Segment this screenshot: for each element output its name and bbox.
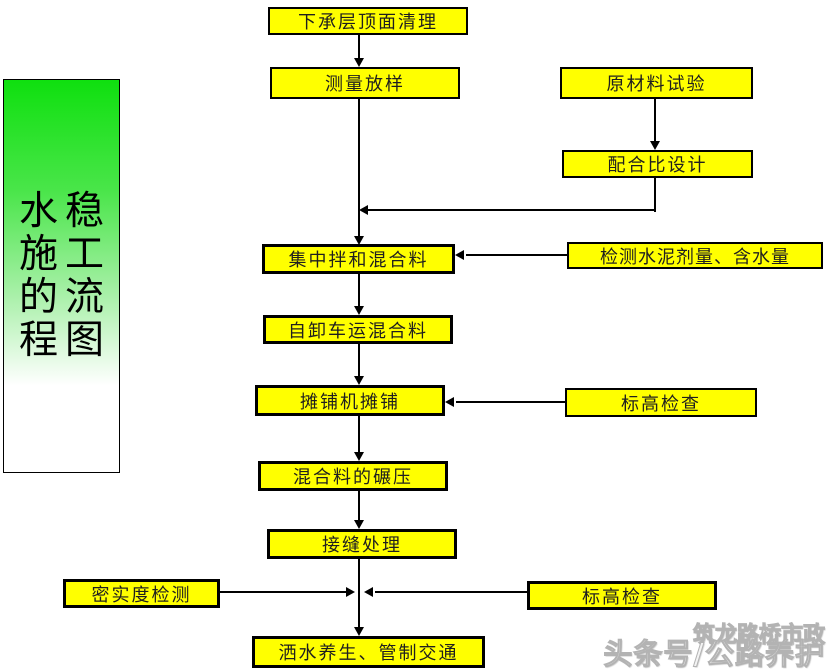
- connector-elev1-to-paver: [456, 401, 565, 403]
- flow-box-survey-stakeout: 测量放样: [270, 67, 460, 99]
- connector-rolling-to-joint: [358, 491, 360, 522]
- banner-title-line: 程图: [18, 318, 111, 363]
- connector-mixing-to-truck: [358, 273, 360, 307]
- flow-box-clean-surface: 下承层顶面清理: [268, 7, 468, 35]
- connector-elev2-to-main: [375, 591, 527, 593]
- flow-box-curing-traffic: 洒水养生、管制交通: [252, 636, 485, 668]
- flow-box-cement-water-test: 检测水泥剂量、含水量: [567, 242, 823, 269]
- arrow-down-icon: [354, 627, 364, 636]
- flow-box-mix-design: 配合比设计: [562, 150, 753, 178]
- connector-mixdesign-merge: [368, 209, 655, 211]
- banner-title-line: 水稳: [18, 189, 111, 234]
- connector-clean-to-survey: [358, 35, 360, 59]
- arrow-down-icon: [354, 376, 364, 385]
- arrow-down-icon: [354, 306, 364, 315]
- arrow-down-icon: [354, 520, 364, 529]
- connector-paver-to-rolling: [358, 416, 360, 453]
- flow-box-density-test: 密实度检测: [63, 579, 220, 608]
- arrow-right-icon: [346, 587, 355, 597]
- banner-title-line: 施工: [18, 232, 111, 277]
- connector-cementtest-to-mixing: [466, 254, 567, 256]
- arrow-down-icon: [354, 452, 364, 461]
- flow-box-central-mixing: 集中拌和混合料: [262, 244, 455, 274]
- connector-density-to-main: [220, 591, 346, 593]
- watermark-brand-text: 筑龙路桥市政: [692, 622, 825, 649]
- flow-box-elevation-check-1: 标高检查: [565, 388, 757, 417]
- flow-box-raw-material-test: 原材料试验: [560, 67, 753, 99]
- arrow-down-icon: [354, 236, 364, 245]
- arrow-left-icon: [445, 397, 454, 407]
- arrow-down-icon: [354, 58, 364, 67]
- banner-title-line: 的流: [18, 275, 111, 320]
- connector-truck-to-paver: [358, 344, 360, 377]
- flow-box-truck-haul: 自卸车运混合料: [263, 315, 453, 344]
- connector-joint-to-curing: [358, 559, 360, 628]
- arrow-left-icon: [455, 250, 464, 260]
- flow-box-elevation-check-2: 标高检查: [527, 581, 717, 610]
- connector-raw-to-mixdesign: [654, 99, 656, 142]
- flowchart-title-banner: 水稳 施工 的流 程图: [3, 79, 120, 473]
- flow-box-paver: 摊铺机摊铺: [255, 385, 445, 416]
- arrow-left-icon: [364, 587, 373, 597]
- watermark-channel-text: 头条号/公路养护: [603, 637, 825, 671]
- connector-survey-to-mixing: [358, 99, 360, 238]
- flow-box-rolling: 混合料的碾压: [258, 461, 448, 491]
- flow-box-joint-treatment: 接缝处理: [267, 529, 457, 559]
- connector-mixdesign-drop: [654, 178, 656, 212]
- arrow-down-icon: [650, 141, 660, 150]
- arrow-left-icon: [359, 205, 368, 215]
